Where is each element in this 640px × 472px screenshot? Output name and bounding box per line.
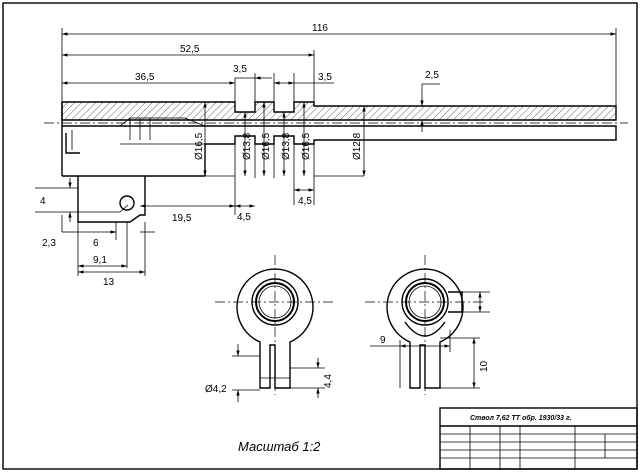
dim-hole-4-2: Ø4,2 (205, 384, 227, 395)
dim-dia-13-8-b: Ø13,8 (281, 132, 292, 160)
dim-4: 4 (40, 196, 46, 207)
dim-4-5-b: 4,5 (298, 196, 312, 207)
dim-3-5-left: 3,5 (233, 64, 247, 75)
dim-2-3: 2,3 (42, 238, 56, 249)
barrel-lug (77, 176, 146, 230)
end-view-right: 9 10 (365, 255, 490, 395)
dim-slot-4-4: 4,4 (323, 374, 334, 388)
dim-dia-16-5-b: Ø16,5 (261, 132, 272, 160)
dim-3-5-right: 3,5 (318, 72, 332, 83)
title-block: Ствол 7,62 ТТ обр. 1930/33 г. (439, 407, 638, 470)
dim-36-5: 36,5 (135, 72, 155, 83)
lug-hole (119, 195, 135, 211)
diameter-dimensions: Ø16,5 Ø13,8 Ø16,5 Ø13,8 Ø16,5 Ø12,8 (194, 102, 366, 215)
dim-dia-16-5-c: Ø16,5 (301, 132, 312, 160)
dim-6: 6 (93, 238, 99, 249)
dim-dia-16-5-a: Ø16,5 (194, 132, 205, 160)
lower-dimensions: 4 2,3 6 9,1 13 19,5 4,5 4,5 (35, 178, 314, 288)
dim-116: 116 (312, 23, 328, 34)
dim-13: 13 (103, 277, 115, 288)
dim-9-1: 9,1 (93, 255, 107, 266)
dim-2-5: 2,5 (425, 70, 439, 81)
dim-slot-10: 10 (479, 360, 490, 372)
title-block-title: Ствол 7,62 ТТ обр. 1930/33 г. (470, 414, 572, 422)
dim-4-5-a: 4,5 (237, 212, 251, 223)
dim-52-5: 52,5 (180, 44, 200, 55)
end-view-left: Ø4,2 4,4 (205, 255, 335, 402)
dim-dia-13-8-a: Ø13,8 (242, 132, 253, 160)
dim-19-5: 19,5 (172, 213, 192, 224)
barrel-side-view (44, 101, 628, 177)
dim-slot-9: 9 (380, 335, 386, 346)
top-dimensions: 116 52,5 36,5 3,5 3,5 2,5 (61, 23, 617, 132)
scale-label: Масштаб 1:2 (238, 439, 321, 454)
dim-dia-12-8: Ø12,8 (352, 132, 363, 160)
